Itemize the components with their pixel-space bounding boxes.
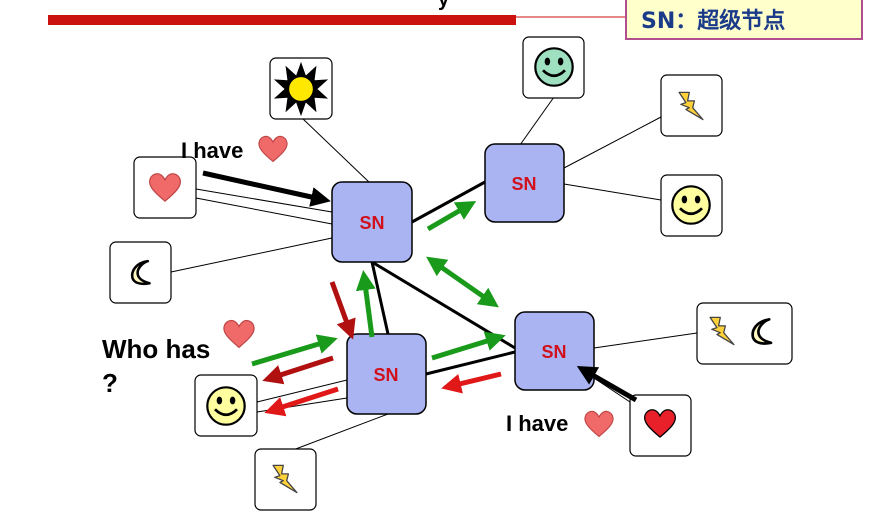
- super-node-1: SN: [331, 181, 413, 263]
- leaf-heart-bottom: [629, 394, 692, 457]
- i-have-arrow-top: [202, 170, 331, 207]
- i-have-arrow-bottom: [576, 366, 638, 403]
- i-have-label-bottom: I have: [506, 411, 569, 436]
- i-have-label-top: I have: [181, 138, 244, 163]
- leaf-smiley-green: [522, 36, 585, 99]
- super-node-4: SN: [514, 311, 595, 391]
- heart-icon: [223, 319, 255, 348]
- leaf-smiley-bottom: [194, 374, 258, 437]
- legend-text: SN：超级节点: [641, 9, 786, 34]
- response-arrows: [262, 281, 502, 417]
- smiley-icon: [205, 385, 247, 427]
- super-node-label: SN: [373, 365, 398, 385]
- legend-box: SN：超级节点: [625, 0, 863, 40]
- leaf-moon-left: [109, 241, 172, 304]
- super-node-label: SN: [359, 213, 384, 233]
- who-has-line1: Who has: [102, 334, 211, 364]
- smiley-icon: [533, 46, 575, 88]
- leaf-smiley-right: [660, 174, 723, 237]
- title-fragment: y: [438, 0, 450, 11]
- who-has-label: Who has ?: [102, 332, 210, 400]
- title-underline-bar: [48, 15, 516, 25]
- super-node-label: SN: [541, 342, 566, 362]
- query-arrows: [251, 200, 506, 367]
- leaf-lightning-moon: [696, 302, 793, 365]
- leaf-heart-top: [133, 156, 197, 219]
- leaf-sun: [269, 57, 333, 120]
- leaf-lightning-bottom: [254, 448, 317, 511]
- leaf-lightning-top: [660, 74, 723, 137]
- heart-icon: [258, 135, 288, 163]
- super-node-3: SN: [346, 333, 427, 415]
- heart-icon: [584, 410, 614, 438]
- smiley-icon: [670, 184, 712, 226]
- super-node-2: SN: [484, 143, 565, 223]
- super-node-label: SN: [511, 174, 536, 194]
- who-has-line2: ?: [102, 368, 118, 398]
